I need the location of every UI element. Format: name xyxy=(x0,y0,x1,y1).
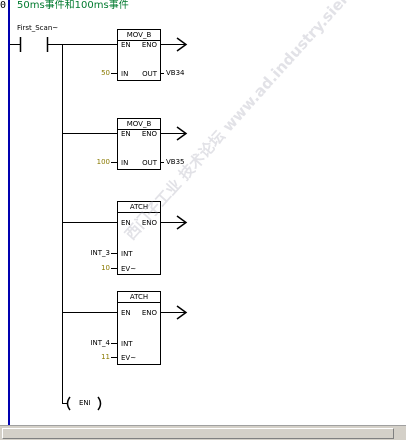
power-rail xyxy=(8,0,10,425)
mov-b-box-2[interactable]: MOV_B EN ENO IN OUT xyxy=(117,118,161,170)
in-pin: IN xyxy=(121,159,129,167)
ev-value[interactable]: 10 xyxy=(101,264,110,272)
en-pin: EN xyxy=(121,41,131,49)
int-pin: INT xyxy=(121,340,133,348)
eno-pin: ENO xyxy=(141,309,157,317)
eni-coil-label[interactable]: ENI xyxy=(79,399,91,407)
out-value[interactable]: VB34 xyxy=(166,69,185,77)
en-pin: EN xyxy=(121,219,131,227)
out-pin: OUT xyxy=(142,70,157,78)
out-pin: OUT xyxy=(142,159,157,167)
box-name: ATCH xyxy=(118,203,160,213)
int-value[interactable]: INT_4 xyxy=(90,339,110,347)
in-value[interactable]: 50 xyxy=(101,69,110,77)
ev-value[interactable]: 11 xyxy=(101,353,110,361)
ev-pin: EV~ xyxy=(121,265,137,273)
atch-box-1[interactable]: ATCH EN ENO INT EV~ xyxy=(117,201,161,275)
en-pin: EN xyxy=(121,130,131,138)
in-value[interactable]: 100 xyxy=(96,158,110,166)
eno-pin: ENO xyxy=(141,41,157,49)
box-name: MOV_B xyxy=(118,31,160,41)
mov-b-box-1[interactable]: MOV_B EN ENO IN OUT xyxy=(117,29,161,81)
eno-pin: ENO xyxy=(141,219,157,227)
box-name: ATCH xyxy=(118,293,160,303)
network-comment[interactable]: 50ms事件和100ms事件 xyxy=(17,0,129,11)
ev-pin: EV~ xyxy=(121,354,137,362)
en-pin: EN xyxy=(121,309,131,317)
atch-box-2[interactable]: ATCH EN ENO INT EV~ xyxy=(117,291,161,365)
eno-pin: ENO xyxy=(141,130,157,138)
network-number: 0 xyxy=(0,0,7,11)
int-pin: INT xyxy=(121,250,133,258)
box-name: MOV_B xyxy=(118,120,160,130)
in-pin: IN xyxy=(121,70,129,78)
int-value[interactable]: INT_3 xyxy=(90,249,110,257)
contact-label: First_Scan~ xyxy=(17,24,59,32)
horizontal-scrollbar[interactable] xyxy=(0,425,406,440)
out-value[interactable]: VB35 xyxy=(166,158,185,166)
scrollbar-thumb[interactable] xyxy=(2,428,394,439)
